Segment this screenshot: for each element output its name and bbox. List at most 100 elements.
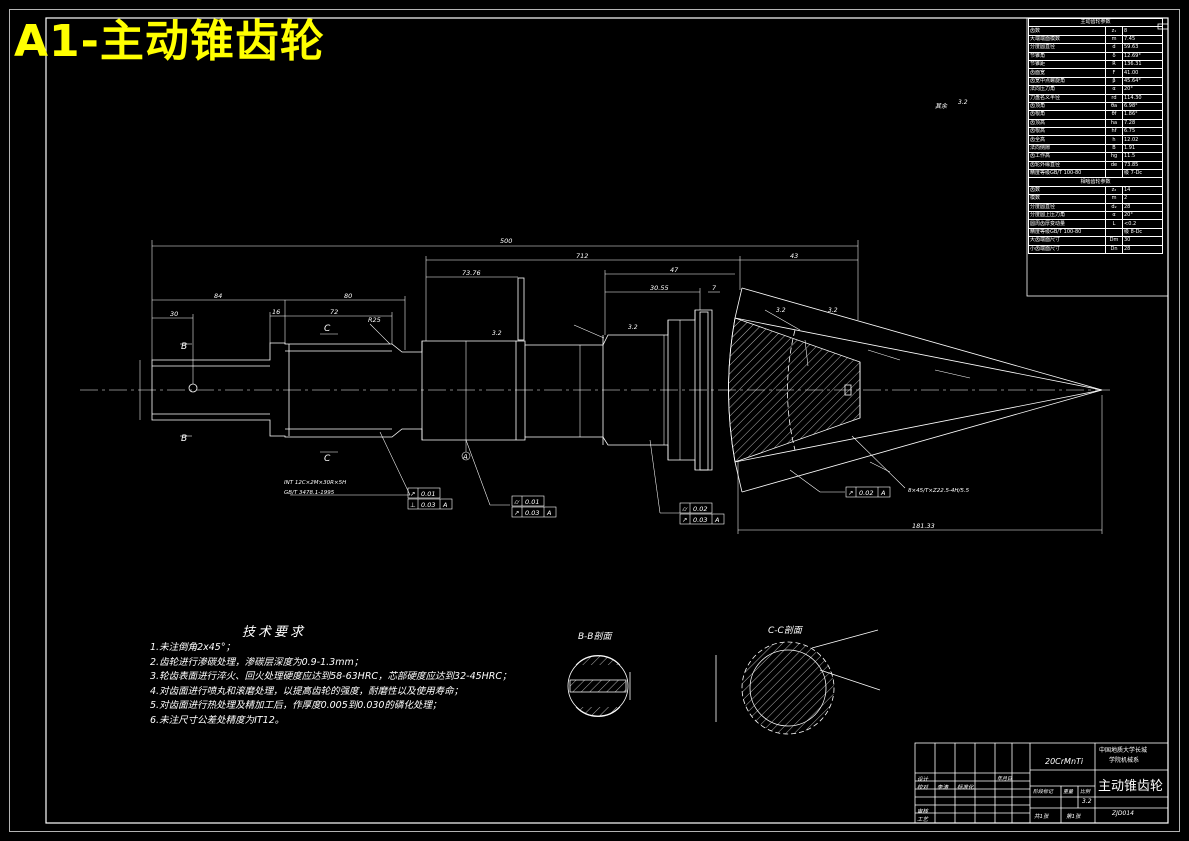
spec-table-cell: 节锥角 xyxy=(1028,51,1106,61)
dim-overall: 500 xyxy=(500,237,512,245)
dim-73-76: 73.76 xyxy=(462,269,481,277)
tol-sym-2: ⊥ xyxy=(410,501,416,509)
ratio-label: 比例 xyxy=(1080,789,1091,795)
dim-72: 72 xyxy=(330,308,338,316)
tol-val-2: 0.03 xyxy=(421,501,435,509)
label-b-bottom: B xyxy=(181,434,187,444)
tech-item: 6.未注尺寸公差处精度为IT12。 xyxy=(150,714,285,726)
label-c-top: C xyxy=(324,324,331,334)
spec-table-cell: R xyxy=(1105,59,1123,70)
spec-table-cell: Dm xyxy=(1105,236,1123,246)
spec-table-cell: 14 xyxy=(1122,185,1163,196)
ra-mark-5: 3.2 xyxy=(828,307,838,314)
spec-table-cell: 2 xyxy=(1122,194,1163,204)
spec-table-header: 主动齿轮参数 xyxy=(1028,17,1163,28)
tol-val-5: 0.02 xyxy=(693,505,707,513)
spec-table-cell: 59.63 xyxy=(1122,43,1163,53)
spec-table-cell: Dn xyxy=(1105,244,1123,254)
section-c-label: C-C剖面 xyxy=(768,626,802,636)
tol-sym-3: ⌭ xyxy=(514,498,520,506)
college-name: 学院机械系 xyxy=(1109,757,1140,764)
spec-table-cell: α xyxy=(1105,85,1123,95)
spec-table-cell: 小齿端面尺寸 xyxy=(1028,244,1106,254)
spec-table-cell: α xyxy=(1105,210,1123,221)
datum-a: A xyxy=(462,453,468,461)
spec-table-cell: 大端端面模数 xyxy=(1028,34,1106,45)
spec-table-cell: 45.64° xyxy=(1122,76,1163,87)
spec-table-cell: 齿面宽 xyxy=(1028,68,1106,78)
spec-table-cell: d₂ xyxy=(1105,202,1123,213)
bevel-gear xyxy=(728,287,1103,493)
spec-table-cell: 齿数 xyxy=(1028,185,1106,196)
spec-table-cell: 齿轮外缘直径 xyxy=(1028,160,1106,171)
ra-mark-1: 3.2 xyxy=(958,99,968,106)
spec-table-cell: 分度圆直径 xyxy=(1028,202,1106,213)
spec-table-cell: L xyxy=(1105,219,1123,229)
tech-item: 2.齿轮进行渗碳处理，渗碳层深度为0.9-1.3mm； xyxy=(150,656,364,668)
tol-datum-7: A xyxy=(880,489,885,497)
spec-table-cell: 114.30 xyxy=(1122,93,1163,103)
weight-label: 重量 xyxy=(1063,789,1074,795)
spec-table-cell: 模数 xyxy=(1028,194,1106,204)
school-name: 中国地质大学长城 xyxy=(1099,747,1148,754)
tech-requirements-title: 技术要求 xyxy=(242,625,307,640)
drawing-title: A1-主动锥齿轮 xyxy=(14,16,325,67)
spec-table-cell: rd xyxy=(1105,93,1123,103)
tol-val-7: 0.02 xyxy=(859,489,873,497)
spec-table-cell: hf xyxy=(1105,127,1123,137)
spec-table-cell: 136.31 xyxy=(1122,59,1163,70)
spec-table-cell: 齿根高 xyxy=(1028,127,1106,137)
dim-84: 84 xyxy=(214,292,222,300)
scale-value: 3.2 xyxy=(1082,798,1092,805)
tech-item: 3.轮齿表面进行淬火、回火处理硬度应达到58-63HRC，芯部硬度应达到32-4… xyxy=(150,671,512,683)
label-c-bottom: C xyxy=(324,454,331,464)
spec-table-cell: 7.28 xyxy=(1122,118,1163,129)
stage-label: 阶段标记 xyxy=(1033,789,1054,795)
spline-note-2: GB/T 3478.1-1995 xyxy=(284,490,335,496)
spec-table-cell: hg xyxy=(1105,152,1123,162)
spec-table-cell: h xyxy=(1105,135,1123,145)
spec-table-cell: 30 xyxy=(1122,236,1163,246)
drawing-code: ZJD014 xyxy=(1112,810,1134,817)
part-name: 主动锥齿轮 xyxy=(1098,779,1164,794)
spec-table-cell: 齿顶高 xyxy=(1028,118,1106,129)
spec-table-cell: 12.02 xyxy=(1122,135,1163,145)
lead-radius: R25 xyxy=(368,316,381,324)
spec-table-cell: z₂ xyxy=(1105,185,1123,196)
dim-7: 7 xyxy=(712,284,717,292)
spec-table-cell: 6.75 xyxy=(1122,127,1163,137)
tol-datum-6: A xyxy=(714,516,719,524)
title-block-lines xyxy=(914,742,1169,824)
tol-val-3: 0.01 xyxy=(525,498,539,506)
spec-table-cell: 齿根角 xyxy=(1028,110,1106,120)
spec-table-cell: 节锥距 xyxy=(1028,59,1106,70)
spec-table-cell: 法向压力角 xyxy=(1028,85,1106,95)
tol-sym-7: ↗ xyxy=(848,489,853,497)
material: 20CrMnTi xyxy=(1045,757,1084,766)
dim-43: 43 xyxy=(790,252,798,260)
spec-table-cell: d xyxy=(1105,43,1123,53)
tol-sym-5: ⌭ xyxy=(682,505,688,513)
standard-label: 标准化 xyxy=(957,785,974,791)
check-label: 校对 xyxy=(917,785,929,791)
tol-val-4: 0.03 xyxy=(525,509,539,517)
ra-mark-3: 3.2 xyxy=(492,330,502,337)
inner-border xyxy=(45,17,1169,824)
spec-table-cell: m xyxy=(1105,194,1123,204)
